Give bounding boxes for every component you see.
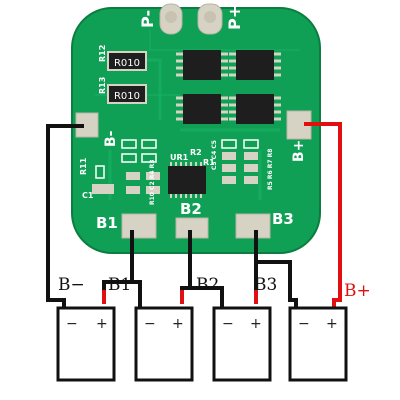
mosfet-pins [176,52,281,121]
shunt-resistor-1 [107,51,147,71]
cell-body [56,306,116,382]
small-labels-cap-right: C3 C4 C5 [211,140,218,170]
battery-cell-3: − + [212,306,272,382]
smd-part [244,164,258,172]
ref-r11: R11 [79,157,88,175]
wire-b-plus [304,122,342,310]
smd-part [126,172,140,180]
battery-cell-4: − + [288,306,348,382]
label-b-minus-board: B- [103,130,119,147]
smd-part [121,139,137,149]
pcb-trace [100,58,280,200]
smd-group-right: C3 C4 C5 R5 R6 R7 R8 [211,139,274,190]
ref-r13: R13 [98,77,107,94]
smd-part [222,164,236,172]
small-labels-left: R10 C2 R4 R3 [149,160,156,205]
shunt-resistor-2-marking: R010 [114,91,140,102]
cell-plus-sign: + [326,316,338,332]
label-b3-board: B3 [272,210,294,228]
smd-group-left: R10 C2 R4 R3 [121,139,160,205]
smd-part [222,176,236,184]
shunt-resistor-2 [107,84,147,104]
pcb-board: P- P+ R010 R010 R12 R13 B- B+ UR1 R2 R1 [71,3,321,254]
smd-part [221,139,237,149]
smd-part [244,152,258,160]
label-b2-board: B2 [180,200,202,218]
cell-minus-sign: − [222,316,234,332]
battery-cell-2: − + [134,306,194,382]
control-ic-pins [170,162,202,198]
mosfet [183,50,221,80]
smd-part [222,152,236,160]
battery-cells: − + − + − + − + [56,306,348,382]
control-ic [168,166,206,194]
cell-body [212,306,272,382]
ref-r12: R12 [98,45,107,62]
wire-b3 [254,230,298,314]
mosfet-group [176,50,281,124]
cell-plus-sign: + [250,316,262,332]
smd-part [141,153,157,163]
ref-r2: R2 [190,148,202,157]
ref-ur1: UR1 [170,153,189,162]
cell-minus-sign: − [66,316,78,332]
smd-part [95,165,105,179]
wires [46,122,342,314]
label-b-plus-board: B+ [291,140,307,162]
smd-part [141,139,157,149]
small-labels-right: R5 R6 R7 R8 [267,149,274,190]
mosfet [236,94,274,124]
wire-b-minus [46,124,84,314]
smd-part [244,176,258,184]
cell-minus-sign: − [298,316,310,332]
mosfet [183,94,221,124]
ref-c1: C1 [82,191,94,200]
smd-part [243,139,259,149]
wire-label-b-plus: B+ [344,281,371,301]
wire-label-b-minus: B− [58,275,85,295]
smd-capacitor-c1 [92,184,114,194]
wire-label-b2: B2 [196,275,219,295]
cell-plus-sign: + [96,316,108,332]
cell-minus-sign: − [144,316,156,332]
wire-label-b3: B3 [254,275,277,295]
smd-part [146,186,160,194]
battery-cell-1: − + [56,306,116,382]
wire-label-b1: B1 [108,275,131,295]
shunt-resistor-1-marking: R010 [114,58,140,69]
ref-r1: R1 [203,158,215,167]
smd-part [146,172,160,180]
pad-b3 [235,213,271,239]
smd-part [126,186,140,194]
pad-b1 [121,213,157,239]
label-p-plus: P+ [225,5,244,30]
cell-plus-sign: + [172,316,184,332]
mosfet [236,50,274,80]
pad-p-plus-hole [204,11,216,23]
label-b1-board: B1 [96,214,118,232]
cell-body [134,306,194,382]
pad-p-minus-hole [165,11,177,23]
label-p-minus: P- [138,10,157,28]
smd-part [121,153,137,163]
cell-body [288,306,348,382]
